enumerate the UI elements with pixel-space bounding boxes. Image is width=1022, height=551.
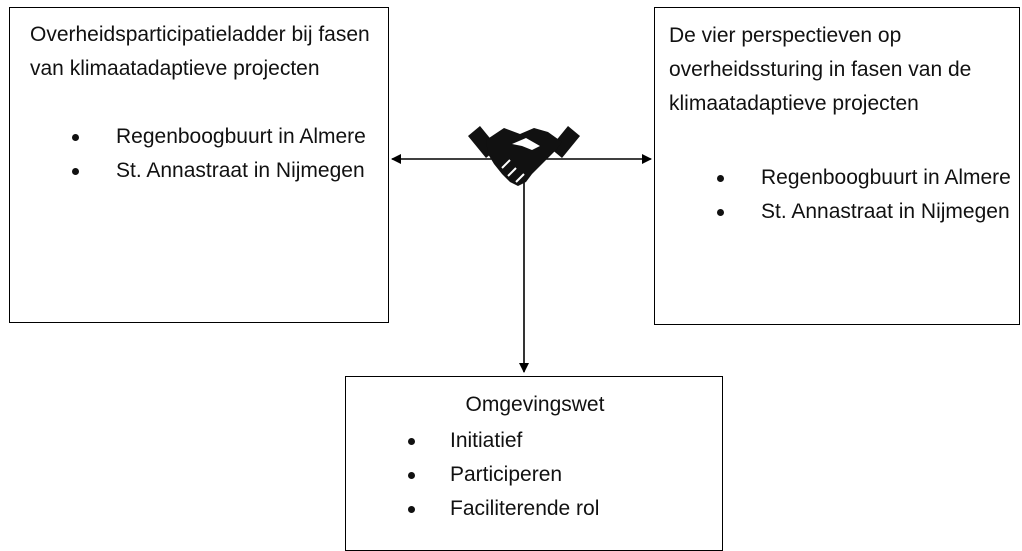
handshake-icon bbox=[468, 126, 580, 186]
list-item: Participeren bbox=[406, 458, 706, 492]
right-box-perspectieven: De vier perspectieven op overheidssturin… bbox=[654, 7, 1020, 325]
list-item: Regenboogbuurt in Almere bbox=[70, 120, 370, 154]
list-item: Faciliterende rol bbox=[406, 492, 706, 526]
list-item: Initiatief bbox=[406, 424, 706, 458]
left-box-title: Overheidsparticipatieladder bij fasen va… bbox=[30, 23, 370, 80]
right-box-title: De vier perspectieven op overheidssturin… bbox=[669, 24, 972, 115]
bottom-box-omgevingswet: Omgevingswet Initiatief Participeren Fac… bbox=[345, 376, 723, 551]
list-item: Regenboogbuurt in Almere bbox=[715, 161, 1015, 195]
left-box-participatieladder: Overheidsparticipatieladder bij fasen va… bbox=[9, 7, 389, 323]
connector-layer bbox=[391, 126, 652, 373]
left-box-list: Regenboogbuurt in Almere St. Annastraat … bbox=[70, 120, 370, 188]
list-item: St. Annastraat in Nijmegen bbox=[70, 154, 370, 188]
bottom-box-list: Initiatief Participeren Faciliterende ro… bbox=[406, 424, 706, 526]
bottom-box-title: Omgevingswet bbox=[465, 393, 605, 416]
list-item: St. Annastraat in Nijmegen bbox=[715, 195, 1015, 229]
right-box-list: Regenboogbuurt in Almere St. Annastraat … bbox=[715, 161, 1015, 229]
